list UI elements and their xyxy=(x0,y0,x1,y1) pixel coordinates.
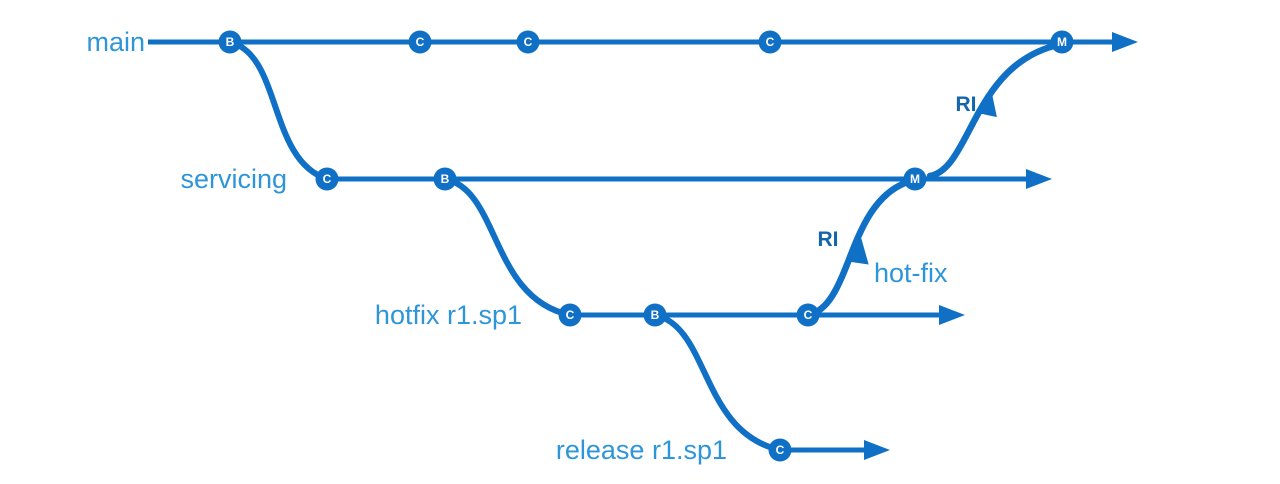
curve-ri-servicing-to-main xyxy=(926,40,1066,180)
hotfix-arrow-label: hot-fix xyxy=(874,258,948,288)
curve-main-to-servicing xyxy=(227,39,330,182)
commit-node xyxy=(516,30,540,54)
branch-label-hotfix: hotfix r1.sp1 xyxy=(375,300,522,330)
curve-ri-hotfix-to-servicing xyxy=(804,179,909,319)
arrow-right-icon xyxy=(1026,169,1052,189)
arrow-right-icon xyxy=(864,440,890,460)
ri-arrowhead-icon xyxy=(846,238,869,265)
merge-node-letter: M xyxy=(910,172,920,186)
arrow-right-icon xyxy=(1112,32,1138,52)
commit-node xyxy=(315,167,339,191)
curve-servicing-to-hotfix xyxy=(442,176,573,318)
branch-label-release: release r1.sp1 xyxy=(556,435,727,465)
branch-label-main: main xyxy=(86,27,145,57)
arrow-right-icon xyxy=(939,305,965,325)
commit-node-letter: B xyxy=(226,35,235,49)
commit-node xyxy=(558,303,582,327)
commit-node-letter: C xyxy=(566,308,575,322)
commit-node-letter: B xyxy=(441,172,450,186)
commit-node xyxy=(408,30,432,54)
commit-node xyxy=(758,30,782,54)
merge-node-letter: M xyxy=(1057,35,1067,49)
ri-label-to-servicing: RI xyxy=(818,228,839,251)
branch-hotfix: hotfix r1.sp1 C B C xyxy=(375,300,965,330)
branch-main: main B C C C M xyxy=(86,27,1138,57)
merge-node xyxy=(903,167,927,191)
commit-node-letter: C xyxy=(323,172,332,186)
branch-release: release r1.sp1 C xyxy=(556,435,890,465)
commit-node-letter: C xyxy=(776,443,785,457)
merge-node xyxy=(1050,30,1074,54)
branch-servicing: servicing C B M xyxy=(180,164,1052,194)
commit-node xyxy=(768,438,792,462)
commit-node xyxy=(643,303,667,327)
branch-label-servicing: servicing xyxy=(180,164,287,194)
commit-node-letter: C xyxy=(804,308,813,322)
commit-node-letter: C xyxy=(416,35,425,49)
ri-label-to-main: RI xyxy=(956,93,977,116)
commit-node-letter: B xyxy=(651,308,660,322)
commit-node xyxy=(433,167,457,191)
commit-node xyxy=(796,303,820,327)
commit-node-letter: C xyxy=(766,35,775,49)
commit-node xyxy=(218,30,242,54)
curve-hotfix-to-release xyxy=(652,312,783,453)
ri-arrowhead-icon xyxy=(975,90,997,118)
commit-node-letter: C xyxy=(524,35,533,49)
